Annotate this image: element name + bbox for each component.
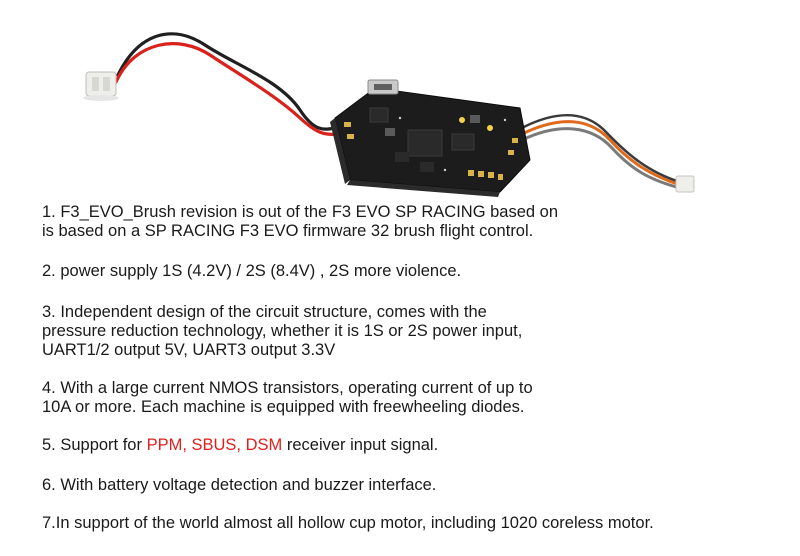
feature-1-line-2: is based on a SP RACING F3 EVO firmware … [42,222,534,240]
feature-6-line-1: 6. With battery voltage detection and bu… [42,476,437,494]
feature-item-6: 6. With battery voltage detection and bu… [42,476,436,495]
feature-7-line-1: 7.In support of the world almost all hol… [42,514,654,532]
small-connector-icon [675,175,695,193]
feature-5-highlight: PPM, SBUS, DSM [146,436,283,454]
feature-5-line-1: 5. Support for PPM, SBUS, DSM receiver i… [42,436,438,455]
feature-3-line-2: pressure reduction technology, whether i… [42,322,523,340]
usb-port-icon [367,79,399,95]
feature-2-line-1: 2. power supply 1S (4.2V) / 2S (8.4V) , … [42,262,462,280]
feature-3-line-1: 3. Independent design of the circuit str… [42,303,487,321]
feature-item-7: 7.In support of the world almost all hol… [42,514,654,533]
feature-4-line-2: 10A or more. Each machine is equipped wi… [42,398,525,416]
left-wire-lead-icon [114,32,347,137]
product-photo [83,32,695,197]
feature-item-4: 4. With a large current NMOS transistors… [42,379,533,417]
feature-item-5: 5. Support for PPM, SBUS, DSM receiver i… [42,436,438,455]
feature-5-prefix: 5. Support for [42,436,147,454]
jst-connector-icon [83,71,119,101]
feature-1-line-1: 1. F3_EVO_Brush revision is out of the F… [42,203,559,221]
right-wire-lead-icon [516,114,682,190]
chip-icon [369,107,480,172]
feature-item-2: 2. power supply 1S (4.2V) / 2S (8.4V) , … [42,262,461,281]
feature-4-line-1: 4. With a large current NMOS transistors… [42,379,533,397]
feature-item-3: 3. Independent design of the circuit str… [42,303,522,360]
feature-5-suffix: receiver input signal. [282,436,439,454]
feature-item-1: 1. F3_EVO_Brush revision is out of the F… [42,203,558,241]
pcb-board [330,87,531,197]
feature-3-line-3: UART1/2 output 5V, UART3 output 3.3V [42,341,336,359]
